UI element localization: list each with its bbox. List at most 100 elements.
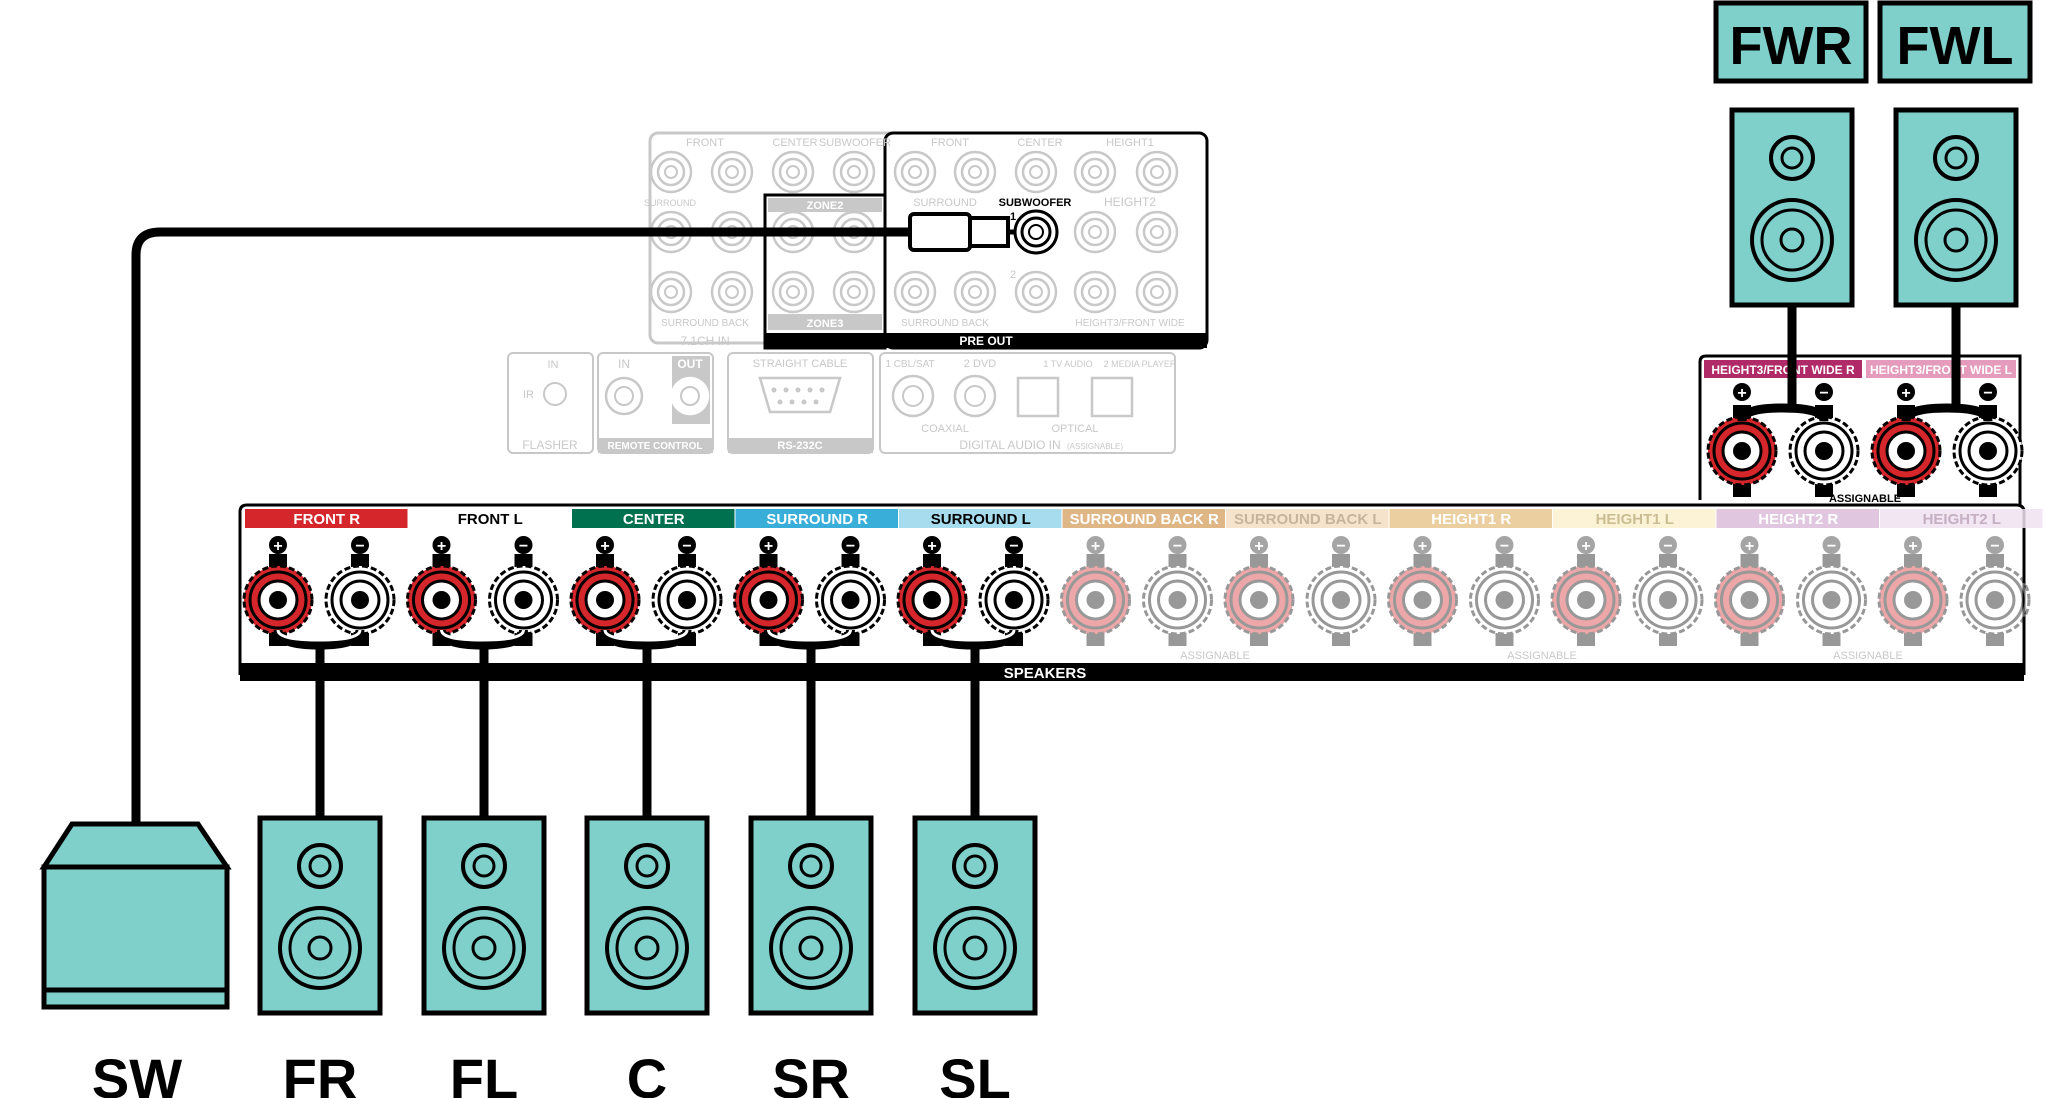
terminal-hole [923,591,941,609]
rs232c-pin [807,387,813,393]
cable-highlight [930,629,1016,642]
terminal-hole [678,591,696,609]
in71-label: 7.1CH IN [680,334,729,348]
terminal-inner [1565,579,1607,621]
plus-sign-text: + [927,538,936,555]
speaker-terminal [1550,554,1622,646]
coax-jack-core [964,385,986,407]
terminal-inner [1320,579,1362,621]
minus-sign [1979,383,1997,401]
speaker-terminal [406,554,477,646]
minus-sign [351,536,369,554]
rca-jack-ring [1142,157,1172,187]
terminal-hole [1659,591,1677,609]
remote-out-label: OUT [677,357,703,371]
terminal-hole [841,591,860,609]
channel-label: HEIGHT1 R [1431,511,1511,528]
plus-sign [1250,536,1268,554]
rca-jack-core [847,165,861,179]
tweeter-dome [963,854,987,878]
channel-label: CENTER [623,511,685,528]
terminal-hole [1740,591,1759,609]
rca-jack-core [908,165,922,179]
preout-top-label: FRONT [931,137,969,149]
preout-top-label: CENTER [772,137,817,149]
speaker-terminal [1223,554,1295,646]
speaker-terminal [978,554,1050,646]
speaker-terminal [1387,554,1458,646]
polarity-signs: +− [1733,383,1833,402]
rca-jack-core [664,285,678,299]
terminal-outer [1796,564,1867,636]
channel-label: SURROUND BACK R [1070,511,1219,528]
rca-plug-body [908,212,972,252]
speaker-fl [421,815,547,1016]
minus-sign-text: − [1990,538,1999,555]
preout-top-label: SUBWOOFER [819,137,891,149]
terminal-hole [1815,442,1833,460]
terminal-outer [1142,564,1213,636]
input-label: 1 TV AUDIO [1043,359,1092,369]
plus-sign [759,536,778,554]
rca-jack-core [725,165,739,179]
plus-sign [1413,536,1432,554]
rca-jack-core [1088,285,1102,299]
coax-jack-core [902,385,924,407]
terminal-stem [1332,628,1350,646]
minus-sign [1986,536,2004,554]
optical-label: OPTICAL [1051,423,1098,435]
rca-jack-ring [960,157,990,187]
terminal-ring [1638,570,1698,630]
preout-row3-label: SURROUND BACK [901,318,989,329]
preout-top-label: CENTER [1017,137,1062,149]
channel-label-bg [735,509,898,528]
rs232c-pin [771,387,777,393]
preout-row2-label: SURROUND [644,198,697,208]
rca-jack-core [968,285,982,299]
polarity-signs: +− [1904,536,2004,555]
terminal-outer [1469,564,1540,636]
label-c: C [627,1047,667,1098]
label-box-fwl [1877,0,2033,84]
rca-jack-core [1150,165,1164,179]
optical-port [1016,376,1060,418]
rca-jack-core [1150,225,1164,239]
woofer-cap [798,935,824,961]
plus-sign [1577,536,1595,554]
digital-assignable-label: (ASSIGNABLE) [1067,442,1123,451]
terminal-outer [1223,564,1295,636]
terminal-hole [1495,591,1514,609]
terminal-hole [1168,591,1187,609]
minus-sign-text: − [1009,538,1018,555]
terminal-stem [1659,554,1677,572]
terminal-hole [1897,442,1915,460]
plus-sign [1733,383,1751,401]
terminal-outer [1877,564,1949,636]
preout-footer-bar [765,333,1207,348]
zone3-label: ZONE3 [807,318,844,330]
polarity-signs: +− [759,536,860,555]
rca-jack-ring [839,157,869,187]
rs232c-pin [777,399,783,405]
rca-jack-ring [1021,277,1051,307]
terminal-ring [1720,570,1779,630]
label-sl: SL [939,1047,1011,1098]
woofer-cap [962,935,988,961]
plus-sign [596,536,614,554]
terminal-stem [1986,628,2004,646]
rca-jack-core [725,285,739,299]
height3-label-bg [1866,360,2016,378]
speaker-terminal [1060,554,1131,646]
rca-jack-ring [1080,217,1110,247]
channel-label-bg [1226,509,1389,528]
channel-label: HEIGHT1 L [1596,511,1674,528]
minus-sign [1495,536,1514,554]
rca-jack-core [786,285,800,299]
subwoofer-jack-core [1028,224,1044,240]
subwoofer-jack-ring [1020,216,1052,248]
label-fl: FL [450,1047,518,1098]
terminal-stem [1740,628,1759,646]
speaker-cables [131,209,1993,822]
rca-jack-core [1029,165,1043,179]
